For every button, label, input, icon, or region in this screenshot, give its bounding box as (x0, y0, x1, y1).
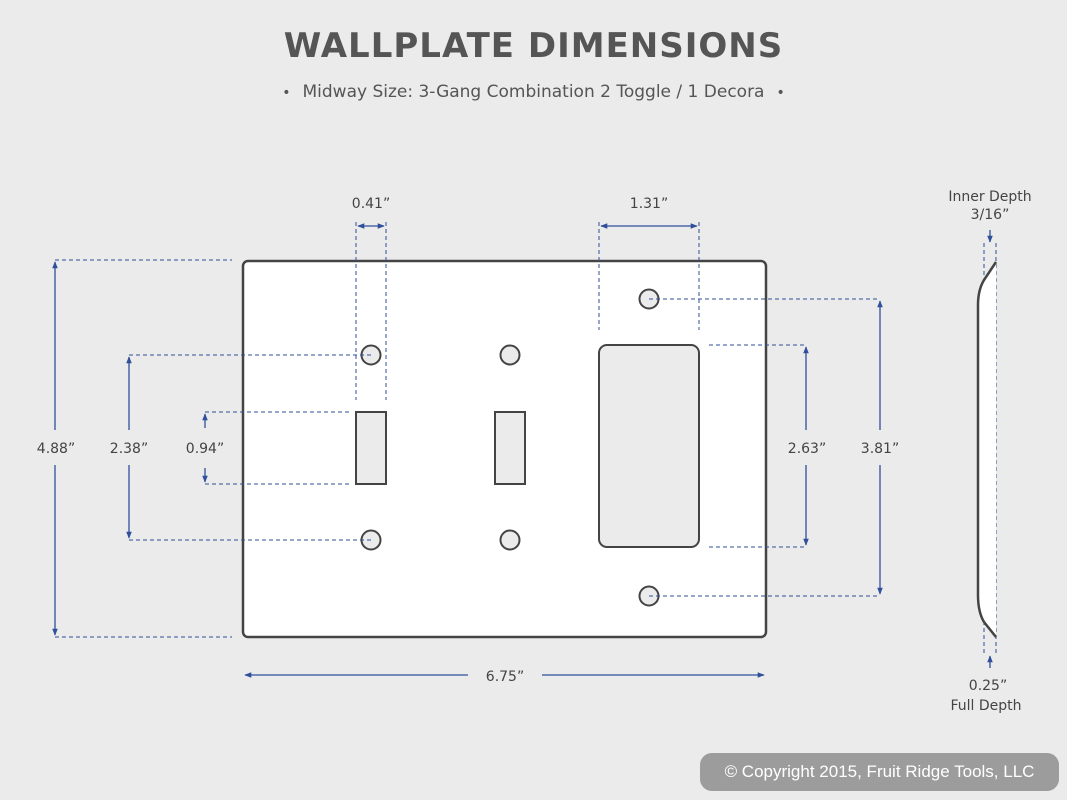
decora-opening-width-label: 1.31” (630, 196, 668, 212)
screw-hole-middle-top (499, 344, 521, 366)
page-title: WALLPLATE DIMENSIONS (283, 26, 784, 66)
subtitle-text: Midway Size: 3-Gang Combination 2 Toggle… (302, 82, 765, 102)
plate-height-label: 4.88” (37, 441, 75, 457)
page-subtitle: •Midway Size: 3-Gang Combination 2 Toggl… (282, 82, 785, 102)
full-depth-label: Full Depth (950, 698, 1021, 714)
plate-width-label: 6.75” (486, 669, 524, 685)
toggle-screw-spacing-label: 2.38” (110, 441, 148, 457)
toggle-opening-height-label: 0.94” (186, 441, 224, 457)
dimension-arrows (52, 223, 993, 678)
screw-hole-middle-bottom (499, 529, 521, 551)
toggle-opening-middle (494, 411, 526, 485)
toggle-opening-left (355, 411, 387, 485)
full-depth-value: 0.25” (969, 678, 1007, 694)
wallplate (241, 259, 768, 639)
side-profile (976, 261, 998, 638)
inner-depth-value: 3/16” (971, 207, 1010, 223)
decora-opening-height-label: 2.63” (788, 441, 826, 457)
inner-depth-label: Inner Depth (948, 189, 1031, 205)
decora-screw-spacing-label: 3.81” (861, 441, 899, 457)
decora-opening (598, 344, 700, 548)
toggle-opening-width-label: 0.41” (352, 196, 390, 212)
copyright-badge: © Copyright 2015, Fruit Ridge Tools, LLC (700, 753, 1059, 791)
